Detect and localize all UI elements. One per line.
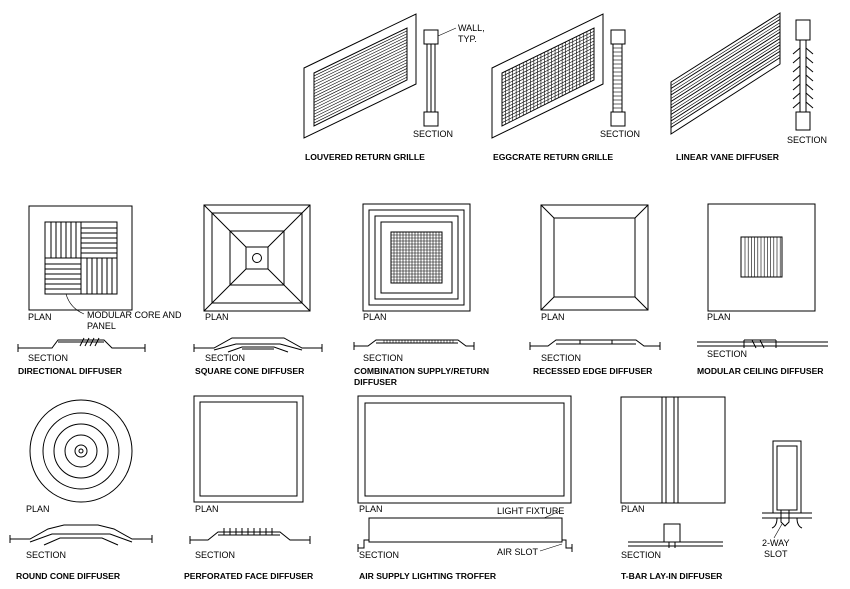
round-cone-diffuser-title: ROUND CONE DIFFUSER [16, 571, 121, 581]
combination-section-view [353, 339, 475, 350]
square-cone-outer [203, 204, 311, 312]
troffer-plan-lens [364, 402, 565, 497]
combination-plan-label: PLAN [363, 312, 387, 322]
round-cone-plan-label: PLAN [26, 504, 50, 514]
modular-core-leader [65, 293, 85, 315]
recessed-edge-section-view [529, 339, 661, 350]
troffer-title: AIR SUPPLY LIGHTING TROFFER [359, 571, 497, 581]
tbar-layin-diffuser: PLAN SECTION 2-WAY SLOT T-BAR LAY-IN DIF… [620, 396, 812, 581]
round-cone-outer-ring [29, 399, 133, 503]
directional-diffuser: MODULAR CORE AND PANEL PLAN SECTION DIRE… [17, 205, 182, 376]
modular-ceiling-frame [707, 203, 816, 312]
combination-diffuser: PLAN SECTION COMBINATION SUPPLY/RETURN D… [353, 203, 489, 387]
linear-vane-diffuser-title: LINEAR VANE DIFFUSER [676, 152, 780, 162]
directional-section-view [17, 337, 146, 352]
linear-vane-section-label: SECTION [787, 135, 827, 145]
troffer-section-view [357, 510, 573, 552]
eggcrate-section-detail [610, 29, 626, 127]
perforated-face-panel [199, 401, 298, 497]
louvered-section-detail [423, 27, 457, 127]
eggcrate-return-grille-title: EGGCRATE RETURN GRILLE [493, 152, 613, 162]
louvered-grille-outer [303, 13, 417, 139]
eggcrate-mesh [501, 29, 595, 125]
tbar-plan-label: PLAN [621, 504, 645, 514]
louvered-return-grille: WALL, TYP. SECTION LOUVERED RETURN GRILL… [303, 13, 485, 162]
louver-blades [313, 30, 408, 124]
two-way-slot-label-2: SLOT [764, 549, 788, 559]
wall-label-line-1: WALL, [458, 23, 485, 33]
square-cone-section-view [193, 337, 323, 353]
louvered-return-grille-title: LOUVERED RETURN GRILLE [305, 152, 425, 162]
square-cone-plan-label: PLAN [205, 312, 229, 322]
troffer-plan-outer [357, 395, 572, 504]
eggcrate-grille-outer [491, 13, 604, 139]
linear-vane-outer [670, 12, 781, 135]
combination-title-line-1: COMBINATION SUPPLY/RETURN [354, 366, 489, 376]
combination-section-label: SECTION [363, 353, 403, 363]
two-way-slot-detail [762, 440, 812, 539]
modular-ceiling-plan-label: PLAN [707, 312, 731, 322]
directional-section-label: SECTION [28, 353, 68, 363]
directional-plan-frame [28, 205, 133, 311]
linear-vane-section-detail [792, 19, 814, 131]
perforated-face-diffuser: PLAN SECTION PERFORATED FACE DIFFUSER [184, 395, 314, 581]
recessed-edge-diffuser-title: RECESSED EDGE DIFFUSER [533, 366, 653, 376]
troffer-light-fixture-box [368, 517, 563, 543]
air-slot-label: AIR SLOT [497, 547, 539, 557]
combination-return-grid [390, 231, 443, 284]
combination-grid-lines [391, 232, 442, 283]
perforated-face-diffuser-title: PERFORATED FACE DIFFUSER [184, 571, 314, 581]
modular-ceiling-diffuser: PLAN SECTION MODULAR CEILING DIFFUSER [697, 203, 828, 376]
round-cone-section-view [9, 524, 153, 546]
louvered-section-label: SECTION [413, 129, 453, 139]
recessed-edge-inner [553, 217, 636, 298]
perforated-section-view [189, 528, 311, 544]
troffer-section-label: SECTION [359, 550, 399, 560]
two-way-slot-label-1: 2-WAY [762, 538, 790, 548]
square-cone-section-label: SECTION [205, 353, 245, 363]
round-cone-diffuser: PLAN SECTION ROUND CONE DIFFUSER [9, 399, 153, 581]
recessed-edge-plan-label: PLAN [541, 312, 565, 322]
linear-vanes [670, 16, 781, 128]
eggcrate-grille-inner [501, 27, 595, 127]
round-cone-section-label: SECTION [26, 550, 66, 560]
square-cone-diffuser-title: SQUARE CONE DIFFUSER [195, 366, 305, 376]
perforated-section-label: SECTION [195, 550, 235, 560]
combination-title-line-2: DIFFUSER [354, 377, 398, 387]
tbar-section-view [628, 523, 723, 548]
tbar-plan-panel [620, 396, 726, 504]
modular-ceiling-section-view [697, 339, 828, 349]
eggcrate-section-label: SECTION [600, 129, 640, 139]
linear-vane-diffuser: SECTION LINEAR VANE DIFFUSER [670, 12, 827, 162]
modular-ceiling-section-label: SECTION [707, 349, 747, 359]
recessed-edge-section-label: SECTION [541, 353, 581, 363]
tbar-layin-diffuser-title: T-BAR LAY-IN DIFFUSER [621, 571, 723, 581]
directional-vanes [45, 222, 117, 294]
air-supply-lighting-troffer: PLAN LIGHT FIXTURE AIR SLOT SECTION AIR … [357, 395, 573, 581]
recessed-edge-outer [540, 204, 649, 311]
modular-core-label-2: PANEL [87, 321, 116, 331]
modular-core-vanes [744, 237, 781, 277]
tbar-section-label: SECTION [621, 550, 661, 560]
modular-ceiling-diffuser-title: MODULAR CEILING DIFFUSER [697, 366, 824, 376]
wall-label-line-2: TYP. [458, 34, 477, 44]
light-fixture-label: LIGHT FIXTURE [497, 506, 564, 516]
perforated-face-outer [193, 395, 304, 503]
directional-plan-label: PLAN [28, 312, 52, 322]
recessed-edge-diffuser: PLAN SECTION RECESSED EDGE DIFFUSER [529, 204, 661, 376]
modular-core-label-1: MODULAR CORE AND [87, 310, 182, 320]
perforated-plan-label: PLAN [195, 504, 219, 514]
eggcrate-return-grille: SECTION EGGCRATE RETURN GRILLE [491, 13, 640, 162]
directional-diffuser-title: DIRECTIONAL DIFFUSER [18, 366, 123, 376]
troffer-plan-label: PLAN [359, 504, 383, 514]
combination-outer [362, 203, 471, 312]
modular-ceiling-core [740, 236, 783, 278]
square-cone-diffuser: PLAN SECTION SQUARE CONE DIFFUSER [193, 204, 323, 376]
